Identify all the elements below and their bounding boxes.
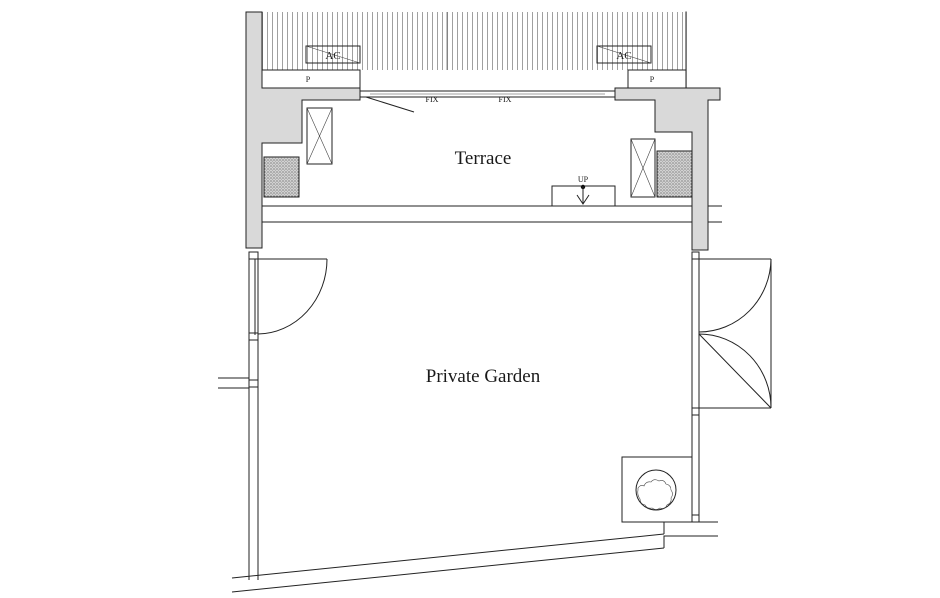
- p-box-left: [261, 69, 361, 89]
- fix-window: FIX FIX: [360, 90, 615, 113]
- p-label-right: P: [650, 75, 655, 84]
- right-boundary: [691, 251, 700, 523]
- fix-label-1: FIX: [426, 95, 439, 104]
- ac-unit-right: AC: [596, 45, 652, 64]
- bottom-boundary: [231, 521, 718, 593]
- interior-hatch-area: [262, 12, 686, 70]
- left-boundary: [218, 251, 259, 580]
- ac-label-right: AC: [616, 50, 631, 62]
- left-wall: [245, 11, 361, 249]
- crossed-box-right: [630, 138, 656, 198]
- crossed-box-left: [306, 107, 333, 165]
- ac-label-left: AC: [325, 50, 340, 62]
- tree-planter: [621, 456, 693, 523]
- ac-unit-left: AC: [305, 45, 361, 64]
- private-garden-label: Private Garden: [426, 366, 541, 387]
- fix-label-2: FIX: [499, 95, 512, 104]
- up-label: UP: [578, 175, 589, 184]
- left-garden-door[interactable]: [254, 258, 328, 335]
- planter-right: [656, 150, 693, 198]
- planter-left: [263, 156, 300, 198]
- right-garden-double-door[interactable]: [698, 258, 772, 409]
- terrace-label: Terrace: [455, 148, 512, 169]
- tree-icon: [635, 469, 677, 511]
- p-box-right: [627, 69, 687, 89]
- p-label-left: P: [306, 75, 311, 84]
